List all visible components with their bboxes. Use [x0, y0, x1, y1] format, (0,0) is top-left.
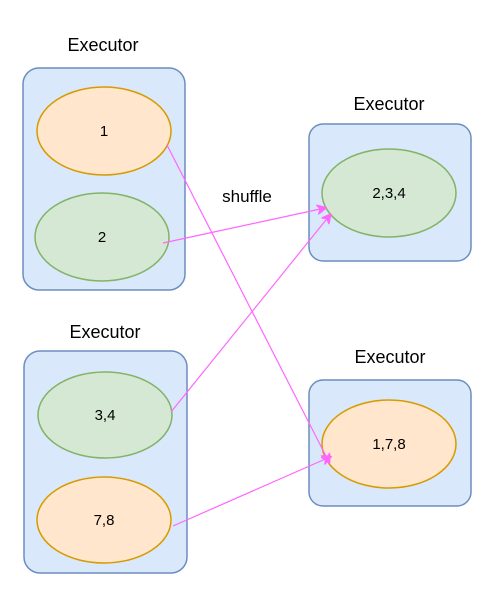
partition-1[interactable]: 1 — [36, 86, 172, 176]
arrow-2-to-234 — [162, 208, 325, 244]
shuffle-label: shuffle — [222, 187, 272, 206]
partition-2[interactable]: 2 — [34, 192, 170, 282]
executor-1-label: Executor — [67, 35, 138, 55]
partition-7-8-label: 7,8 — [94, 512, 115, 529]
executor-2-label: Executor — [69, 322, 140, 342]
partition-2-3-4-label: 2,3,4 — [372, 185, 405, 202]
executor-3[interactable]: Executor 2,3,4 — [308, 94, 472, 262]
partition-3-4[interactable]: 3,4 — [37, 371, 173, 459]
executor-4-label: Executor — [354, 347, 425, 367]
partition-1-7-8[interactable]: 1,7,8 — [321, 399, 457, 489]
arrow-1-to-178 — [166, 144, 329, 462]
executor-1[interactable]: Executor 1 2 — [22, 35, 186, 291]
partition-2-3-4[interactable]: 2,3,4 — [321, 148, 457, 238]
partition-1-label: 1 — [100, 123, 108, 140]
partition-1-7-8-label: 1,7,8 — [372, 436, 405, 453]
executor-2[interactable]: Executor 3,4 7,8 — [23, 322, 188, 574]
arrow-34-to-234 — [170, 215, 330, 413]
partition-7-8[interactable]: 7,8 — [36, 476, 172, 564]
executor-4[interactable]: Executor 1,7,8 — [308, 347, 472, 507]
partition-2-label: 2 — [98, 229, 106, 246]
shuffle-arrows — [162, 144, 330, 527]
arrow-78-to-178 — [172, 457, 330, 527]
executor-3-label: Executor — [353, 94, 424, 114]
partition-3-4-label: 3,4 — [95, 407, 116, 424]
